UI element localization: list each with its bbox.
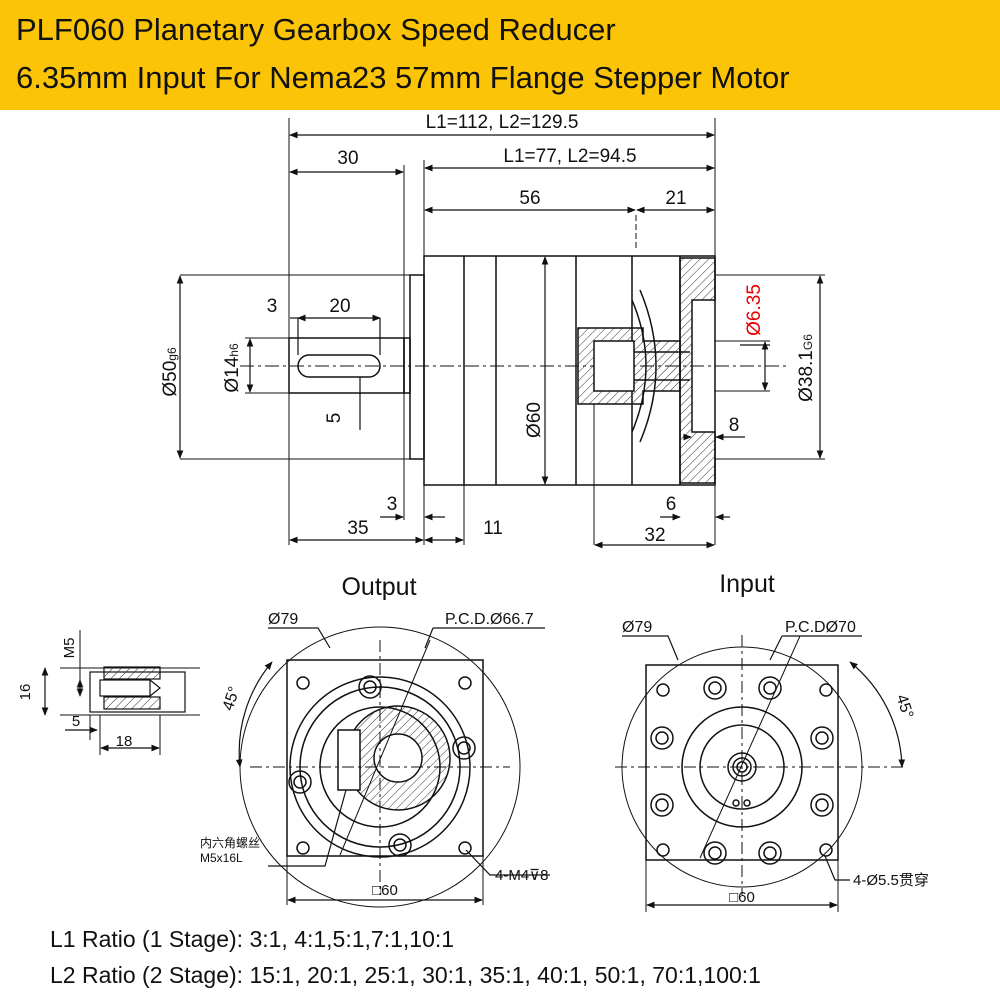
dim-56-label: 56 (519, 188, 540, 209)
dia-60-label: Ø60 (524, 402, 545, 438)
dim-30-label: 30 (337, 148, 358, 169)
title-line-1: PLF060 Planetary Gearbox Speed Reducer (16, 12, 616, 47)
input-view (615, 635, 905, 912)
input-angle-label: 45° (892, 692, 916, 720)
overall-length-label: L1=112, L2=129.5 (426, 112, 579, 133)
input-dia-label: Ø6.35 (744, 284, 765, 336)
input-dimensions (622, 635, 906, 909)
dia-14-label: Ø14h6 (222, 343, 243, 393)
side-dimensions (176, 131, 824, 549)
title-banner: PLF060 Planetary Gearbox Speed Reducer 6… (0, 0, 1000, 110)
dim-35-label: 35 (347, 518, 368, 539)
output-screw-note-cn: 内六角螺丝 (200, 836, 260, 850)
output-pcd-label: P.C.D.Ø66.7 (445, 611, 534, 628)
dim-3-top-label: 3 (267, 296, 278, 317)
dim-11-label: 11 (483, 518, 503, 539)
screw-thread-label: M5 (61, 638, 78, 659)
side-labels: L1=112, L2=129.5 L1=77, L2=94.5 30 56 21… (160, 112, 817, 546)
key-slot (297, 354, 381, 378)
dim-3-bottom-label: 3 (387, 494, 398, 515)
output-title: Output (341, 573, 416, 601)
dim-8-label: 8 (729, 415, 740, 436)
output-view (239, 626, 521, 908)
output-screw-note: M5x16L (200, 851, 243, 865)
output-dimensions (235, 627, 550, 904)
ratio-l1: L1 Ratio (1 Stage): 3:1, 4:1,5:1,7:1,10:… (50, 926, 455, 952)
screw-detail (41, 630, 200, 755)
dim-20-label: 20 (329, 296, 350, 317)
input-labels: Input Ø79 P.C.DØ70 45° 4-Ø5.5贯穿 □60 (622, 570, 929, 906)
output-square-label: □60 (372, 882, 398, 899)
key-5-label: 5 (324, 413, 345, 424)
input-outer-dia-label: Ø79 (622, 619, 652, 636)
dim-32-label: 32 (644, 525, 665, 546)
side-view (180, 118, 825, 545)
input-holes-label: 4-Ø5.5贯穿 (853, 872, 929, 889)
output-angle-label: 45° (220, 684, 244, 712)
output-labels: Output Ø79 P.C.D.Ø66.7 45° 内六角螺丝 M5x16L … (200, 573, 549, 899)
input-pcd-label: P.C.DØ70 (785, 619, 856, 636)
title-line-2: 6.35mm Input For Nema23 57mm Flange Step… (16, 60, 790, 95)
ratio-l2: L2 Ratio (2 Stage): 15:1, 20:1, 25:1, 30… (50, 962, 761, 988)
screw-detail-labels: M5 16 5 18 (17, 638, 132, 750)
screw-dim-5-label: 5 (72, 713, 80, 730)
dim-21-label: 21 (665, 188, 686, 209)
screw-dim-18-label: 18 (116, 733, 133, 750)
dia-50-label: Ø50g6 (160, 347, 181, 397)
dim-6-label: 6 (666, 494, 677, 515)
body-length-label: L1=77, L2=94.5 (503, 146, 636, 167)
dia-38-label: Ø38.1G6 (796, 334, 817, 402)
input-square-label: □60 (729, 889, 755, 906)
screw-height-label: 16 (17, 684, 34, 701)
output-holes-label: 4-M4⊽8 (495, 867, 549, 884)
output-outer-dia-label: Ø79 (268, 611, 298, 628)
input-title: Input (719, 570, 775, 598)
